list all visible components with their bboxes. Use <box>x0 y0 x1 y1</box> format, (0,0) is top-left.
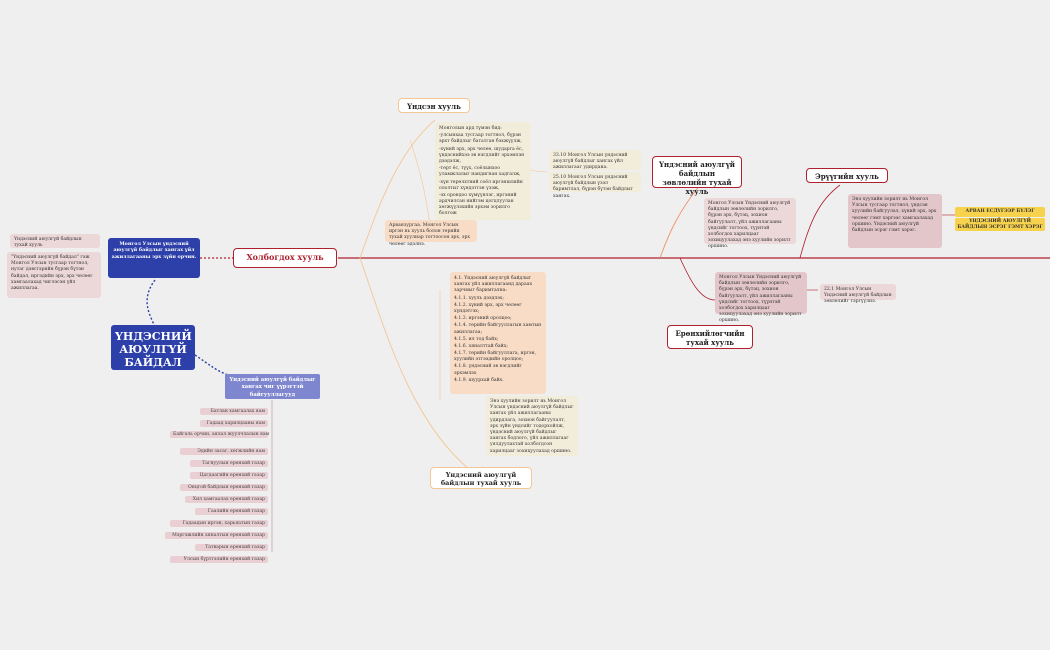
criminal-law-title-label: Эрүүгийн хууль <box>815 172 879 181</box>
agency-item[interactable]: Цагдаагийн ерөнхий газар <box>190 472 268 479</box>
criminal-chapter-tag[interactable]: АРВАН ЕСДҮГЭЭР БҮЛЭГ <box>955 207 1045 217</box>
agency-item[interactable]: Гадаад харилцааны яам <box>200 420 268 427</box>
agency-item[interactable]: Тагнуулын ерөнхий газар <box>190 460 268 467</box>
constitution-note-c[interactable]: Арванзургаа. Монгол Улсын иргэн нь хууль… <box>385 220 477 247</box>
agency-label: Мэргэжлийн хяналтын ерөнхий газар <box>172 533 265 538</box>
president-law-note-text: Монгол Улсын Үндэсний аюулгүй байдлын зө… <box>719 275 802 324</box>
agency-label: Гадаадын иргэн, харьяатын газар <box>182 521 265 526</box>
related-law-label: Холбогдох хууль <box>246 252 324 262</box>
nsl-point: 4.1.9. шуурхай байх. <box>454 377 504 383</box>
constitution-title[interactable]: Үндсэн хууль <box>398 98 470 113</box>
nsl-point: 4.1.3. иргэний оролцоо; <box>454 316 512 322</box>
nsl-title-label: Үндэсний аюулгүй байдлын тухай хууль <box>440 471 522 487</box>
president-law-note[interactable]: Монгол Улсын Үндэсний аюулгүй байдлын зө… <box>715 272 807 323</box>
agency-label: Байгаль орчин, аялал жуулчлалын яам <box>173 432 270 437</box>
president-law-sub-text: 22.1 Монгол Улсын Үндэсний аюулгүй байдл… <box>824 287 892 305</box>
agency-item[interactable]: Улсын бүртгэлийн ерөнхий газар <box>170 556 268 563</box>
constitution-note-c-text: Арванзургаа. Монгол Улсын иргэн нь хууль… <box>389 223 470 247</box>
left-note-title[interactable]: Үндэсний аюулгүй байдлын тухай хууль <box>10 234 100 248</box>
nsl-point: 4.1. Үндэсний аюулгүй байдлыг хангах үйл… <box>454 276 533 294</box>
president-law-title[interactable]: Ерөнхийлөгчийн тухай хууль <box>667 325 753 349</box>
nsl-point: 4.1.8. үндэсний эв нэгдлийг эрхэмлэх <box>454 364 522 376</box>
constitution-point: -улсынхаа тусгаар тогтнол, бүрэн эрхт ба… <box>439 133 522 145</box>
criminal-crime-tag-text: ҮНДЭСНИЙ АЮУЛГҮЙ БАЙДЛЫН ЭСРЭГ ГЭМТ ХЭРЭ… <box>957 219 1043 230</box>
constitution-title-label: Үндсэн хууль <box>407 102 461 111</box>
constitution-note-a-text: 33.10 Монгол Улсын үндэсний аюулгүй байд… <box>553 153 628 171</box>
constitution-note-b-text: 25.10 Монгол Улсын үндэсний аюулгүй байд… <box>553 175 633 199</box>
agency-item[interactable]: Батлан хамгаалах яам <box>200 408 268 415</box>
nsl-title[interactable]: Үндэсний аюулгүй байдлын тухай хууль <box>430 467 532 489</box>
criminal-law-title[interactable]: Эрүүгийн хууль <box>806 168 888 183</box>
agency-label: Батлан хамгаалах яам <box>210 409 265 414</box>
agency-label: Хил хамгаалах ерөнхий газар <box>192 497 265 502</box>
agency-label: Улсын бүртгэлийн ерөнхий газар <box>183 557 265 562</box>
nsl-point: 4.1.5. ил тод байх; <box>454 336 499 342</box>
council-law-title-label: Үндэсний аюулгүй байдлын зөвлөлийн тухай… <box>659 160 735 196</box>
central-topic[interactable]: ҮНДЭСНИЙ АЮУЛГҮЙ БАЙДАЛ <box>111 325 195 370</box>
related-law-desc[interactable]: Монгол Улсын үндэсний аюулгүй байдлыг ха… <box>108 238 200 278</box>
constitution-point: -төрт ёс, түүх, соёлынхоо уламжлалыг нан… <box>439 166 521 178</box>
nsl-principles: 4.1. Үндэсний аюулгүй байдлыг хангах үйл… <box>450 272 546 394</box>
nsl-purpose-text: Энэ хуулийн зорилт нь Монгол Улсын үндэс… <box>490 399 574 454</box>
constitution-point: -хүн төрөлхтний соёл иргэншлийн ололтыг … <box>439 179 523 191</box>
nsl-point: 4.1.1. хууль дээдлэх; <box>454 295 504 301</box>
president-law-title-label: Ерөнхийлөгчийн тухай хууль <box>675 329 745 347</box>
president-law-sub[interactable]: 22.1 Монгол Улсын Үндэсний аюулгүй байдл… <box>820 284 896 304</box>
agency-item[interactable]: Байгаль орчин, аялал жуулчлалын яам <box>170 431 270 438</box>
agency-item[interactable]: Эдийн засаг, хөгжлийн яам <box>180 448 268 455</box>
constitution-point: -эх орондоо хүмүүнлэг, иргэний ардчилсан… <box>439 192 517 217</box>
constitution-points: Монголын ард түмэн бид: -улсынхаа тусгаа… <box>435 122 531 220</box>
agency-label: Гаалийн ерөнхий газар <box>207 509 265 514</box>
left-note-title-text: Үндэсний аюулгүй байдлын тухай хууль <box>14 237 82 249</box>
constitution-point: -хүний эрх, эрх чөлөө, шударга ёс, үндэс… <box>439 146 525 164</box>
nsl-purpose[interactable]: Энэ хуулийн зорилт нь Монгол Улсын үндэс… <box>486 396 578 456</box>
agency-label: Цагдаагийн ерөнхий газар <box>199 473 265 478</box>
left-note-text: "Үндэсний аюулгүй байдал" гэж Монгол Улс… <box>11 255 93 291</box>
agency-item[interactable]: Гаалийн ерөнхий газар <box>195 508 268 515</box>
agency-label: Онцгой байдлын ерөнхий газар <box>188 485 265 490</box>
constitution-note-a[interactable]: 33.10 Монгол Улсын үндэсний аюулгүй байд… <box>549 150 641 170</box>
criminal-crime-tag[interactable]: ҮНДЭСНИЙ АЮУЛГҮЙ БАЙДЛЫН ЭСРЭГ ГЭМТ ХЭРЭ… <box>955 218 1045 231</box>
agency-label: Эдийн засаг, хөгжлийн яам <box>197 449 265 454</box>
left-note[interactable]: "Үндэсний аюулгүй байдал" гэж Монгол Улс… <box>7 252 101 298</box>
nsl-point: 4.1.2. хүний эрх, эрх чөлөөг хүндэтгэх; <box>454 302 522 314</box>
agency-item[interactable]: Гадаадын иргэн, харьяатын газар <box>170 520 268 527</box>
constitution-point: Монголын ард түмэн бид: <box>439 126 502 131</box>
criminal-chapter-tag-text: АРВАН ЕСДҮГЭЭР БҮЛЭГ <box>965 209 1035 214</box>
central-topic-label: ҮНДЭСНИЙ АЮУЛГҮЙ БАЙДАЛ <box>115 330 192 370</box>
agency-item[interactable]: Онцгой байдлын ерөнхий газар <box>180 484 268 491</box>
constitution-note-b[interactable]: 25.10 Монгол Улсын үндэсний аюулгүй байд… <box>549 172 641 199</box>
related-law-desc-text: Монгол Улсын үндэсний аюулгүй байдлыг ха… <box>111 241 197 260</box>
nsl-point: 4.1.6. хяналттай байх; <box>454 343 508 349</box>
council-law-note-text: Монгол Улсын Үндэсний аюулгүй байдлын зө… <box>708 201 791 250</box>
criminal-law-note-text: Энэ хуулийн зорилт нь Монгол Улсын тусга… <box>852 197 937 233</box>
agency-label: Тагнуулын ерөнхий газар <box>202 461 265 466</box>
nsl-point: 4.1.7. төрийн байгууллага, иргэн, хуулий… <box>454 351 537 363</box>
agency-item[interactable]: Татварын ерөнхий газар <box>195 544 268 551</box>
nsl-point: 4.1.4. төрийн байгууллагын хамтын ажилла… <box>454 323 542 335</box>
agencies-title-label: Үндэсний аюулгүй байдлыг хангах чиг үүрэ… <box>229 377 316 398</box>
council-law-title[interactable]: Үндэсний аюулгүй байдлын зөвлөлийн тухай… <box>652 156 742 196</box>
agency-label: Татварын ерөнхий газар <box>205 545 265 550</box>
criminal-law-note[interactable]: Энэ хуулийн зорилт нь Монгол Улсын тусга… <box>848 194 942 248</box>
agency-item[interactable]: Хил хамгаалах ерөнхий газар <box>185 496 268 503</box>
related-law-node[interactable]: Холбогдох хууль <box>233 248 337 268</box>
council-law-note[interactable]: Монгол Улсын Үндэсний аюулгүй байдлын зө… <box>704 198 796 249</box>
agencies-title[interactable]: Үндэсний аюулгүй байдлыг хангах чиг үүрэ… <box>225 374 320 399</box>
agency-label: Гадаад харилцааны яам <box>206 421 265 426</box>
agency-item[interactable]: Мэргэжлийн хяналтын ерөнхий газар <box>165 532 268 539</box>
